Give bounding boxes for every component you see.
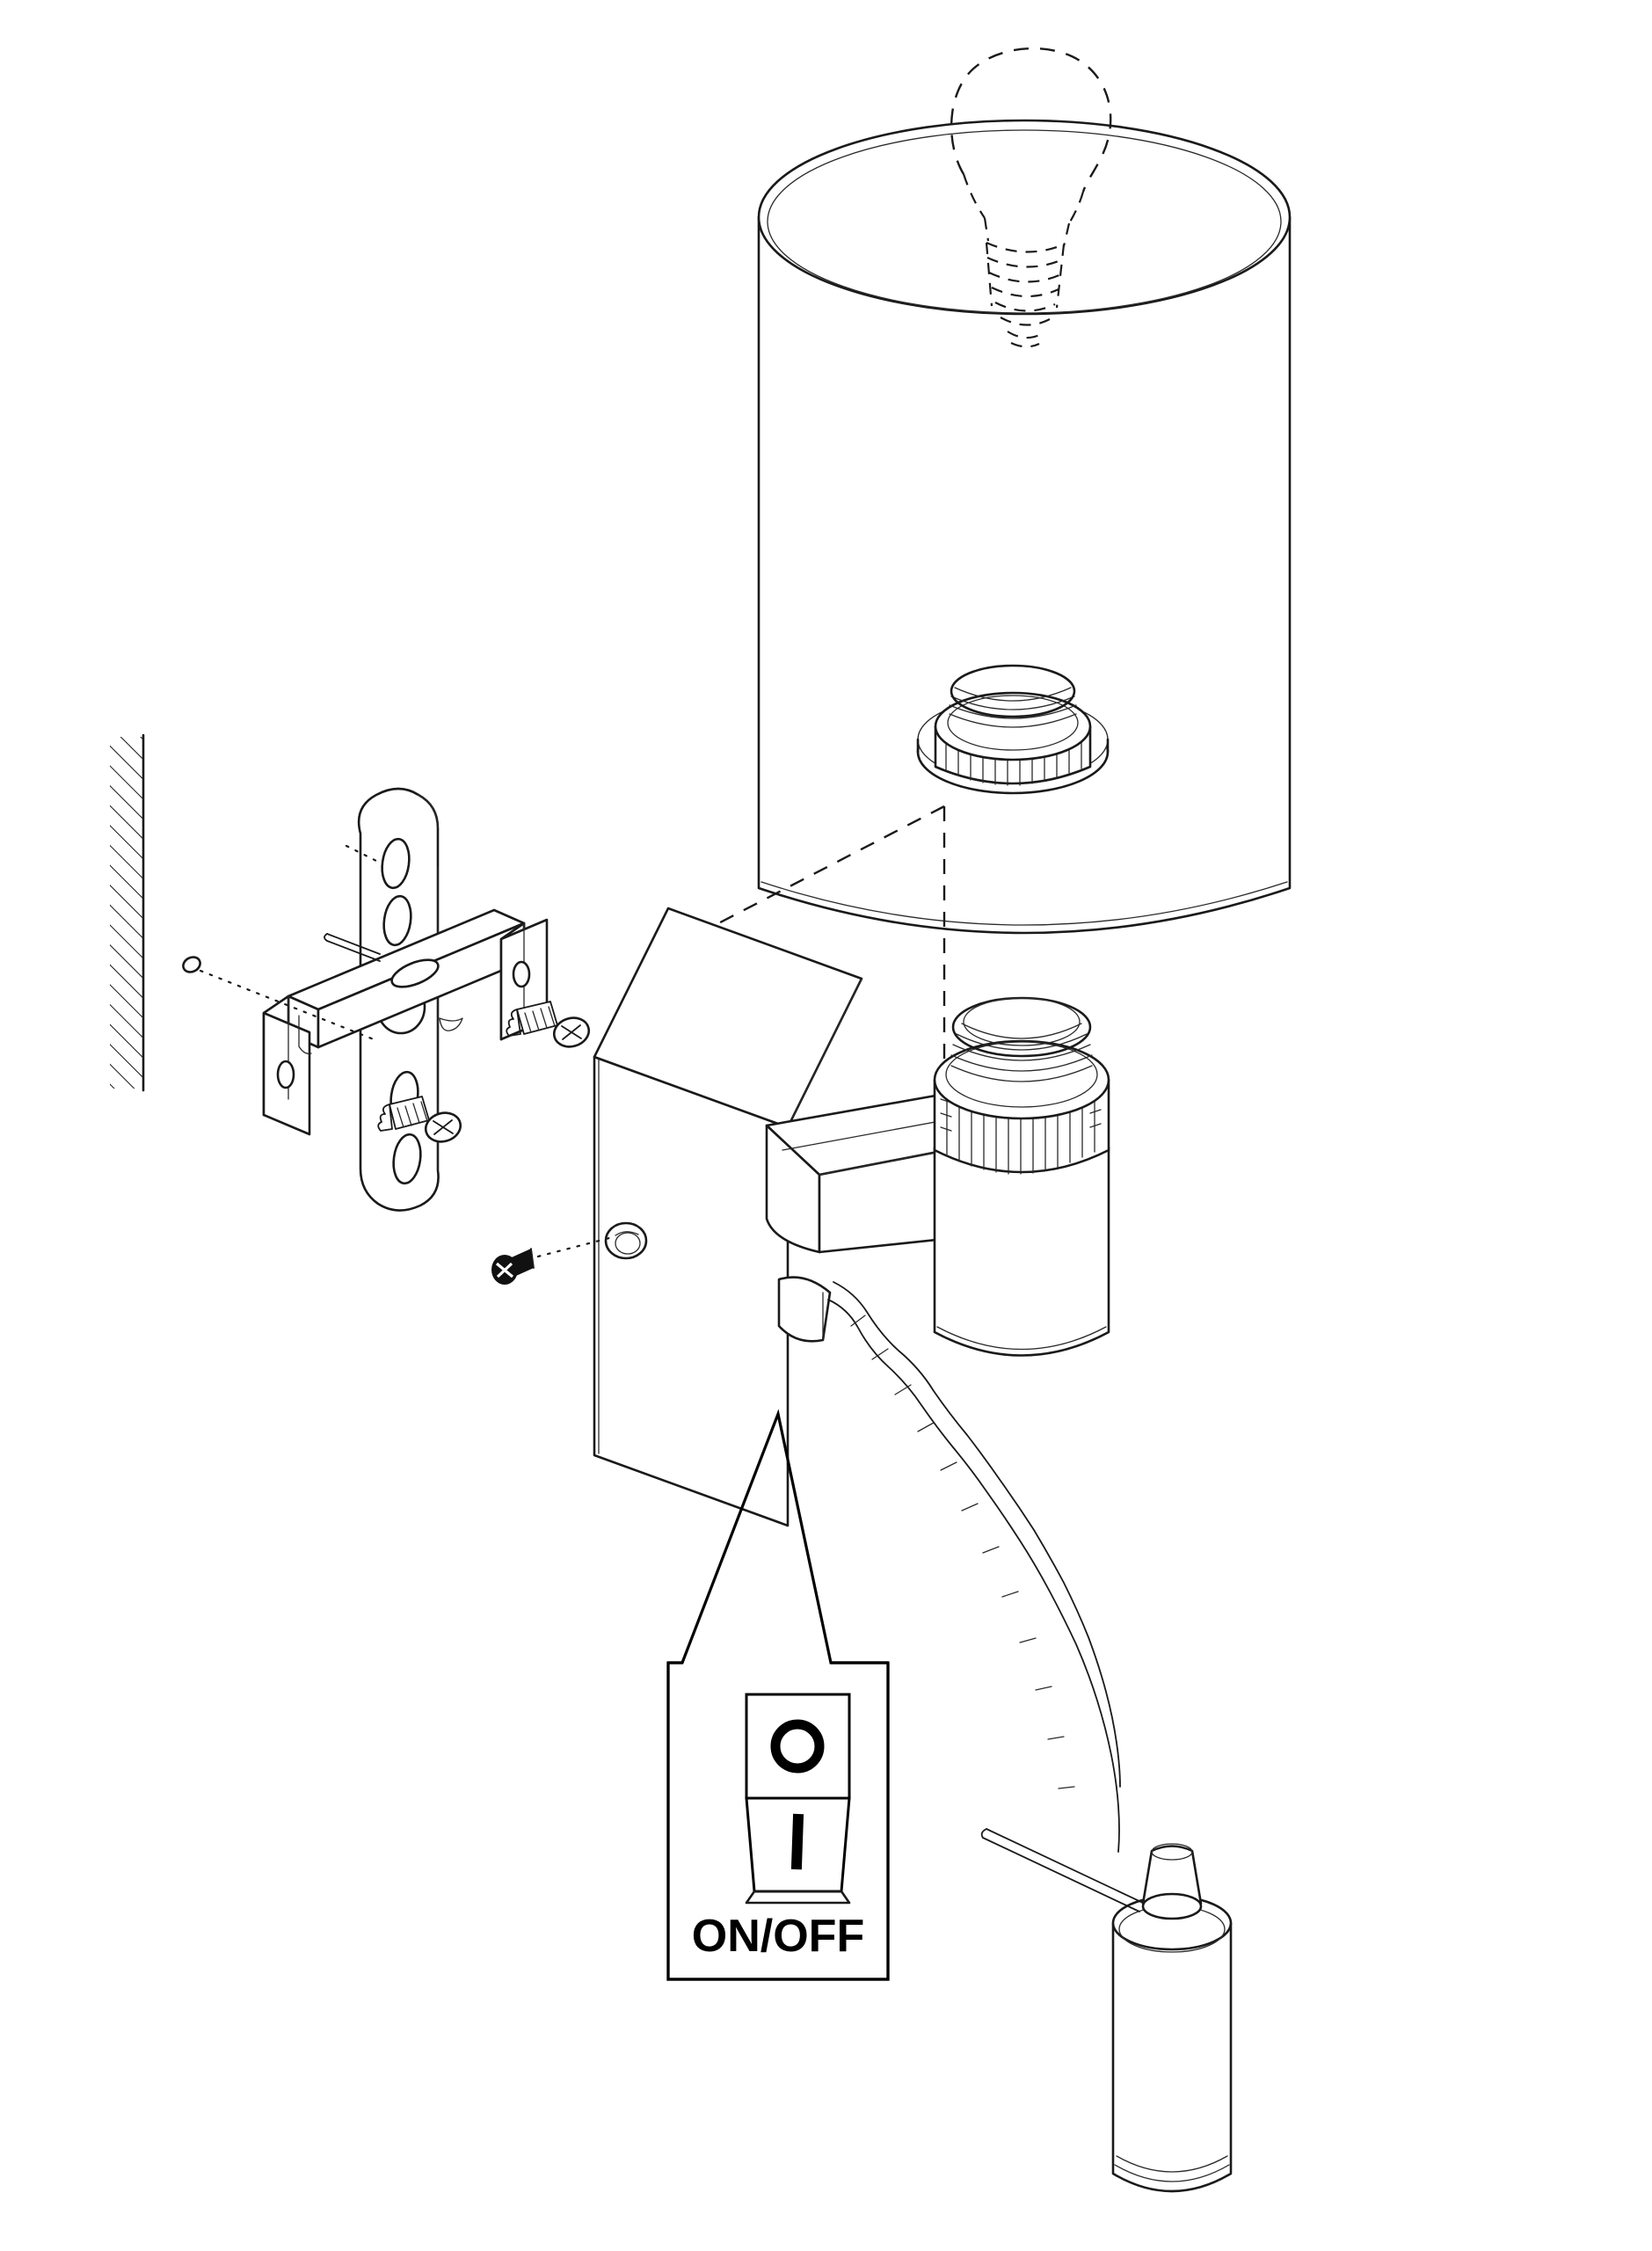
rocker-upper-face[interactable] bbox=[745, 1693, 851, 1800]
wall bbox=[110, 733, 145, 1092]
inline-cord-switch[interactable] bbox=[980, 1828, 1233, 2193]
onoff-callout: ON/OFF bbox=[666, 1409, 890, 1981]
lamp-shade bbox=[757, 119, 1292, 935]
wall-anchor bbox=[182, 956, 375, 1041]
lamp-socket bbox=[933, 996, 1110, 1357]
locating-pin bbox=[324, 933, 381, 962]
power-off-symbol bbox=[770, 1719, 825, 1774]
set-screw[interactable] bbox=[491, 1236, 611, 1285]
light-bulb bbox=[950, 47, 1112, 348]
shade-mounting-ring bbox=[916, 664, 1110, 795]
wall-screw-lower[interactable] bbox=[377, 1096, 463, 1146]
mounting-bracket-assembly bbox=[182, 787, 592, 1212]
power-cord bbox=[777, 1276, 1121, 1853]
onoff-label: ON/OFF bbox=[692, 1911, 864, 1962]
plug-pin bbox=[980, 1828, 1144, 1912]
back-plate bbox=[593, 907, 863, 1527]
wall-screw-upper[interactable] bbox=[506, 1001, 592, 1051]
bracket-angle bbox=[262, 908, 549, 1136]
power-on-symbol bbox=[790, 1813, 804, 1870]
alignment-dot-upper bbox=[345, 844, 380, 863]
